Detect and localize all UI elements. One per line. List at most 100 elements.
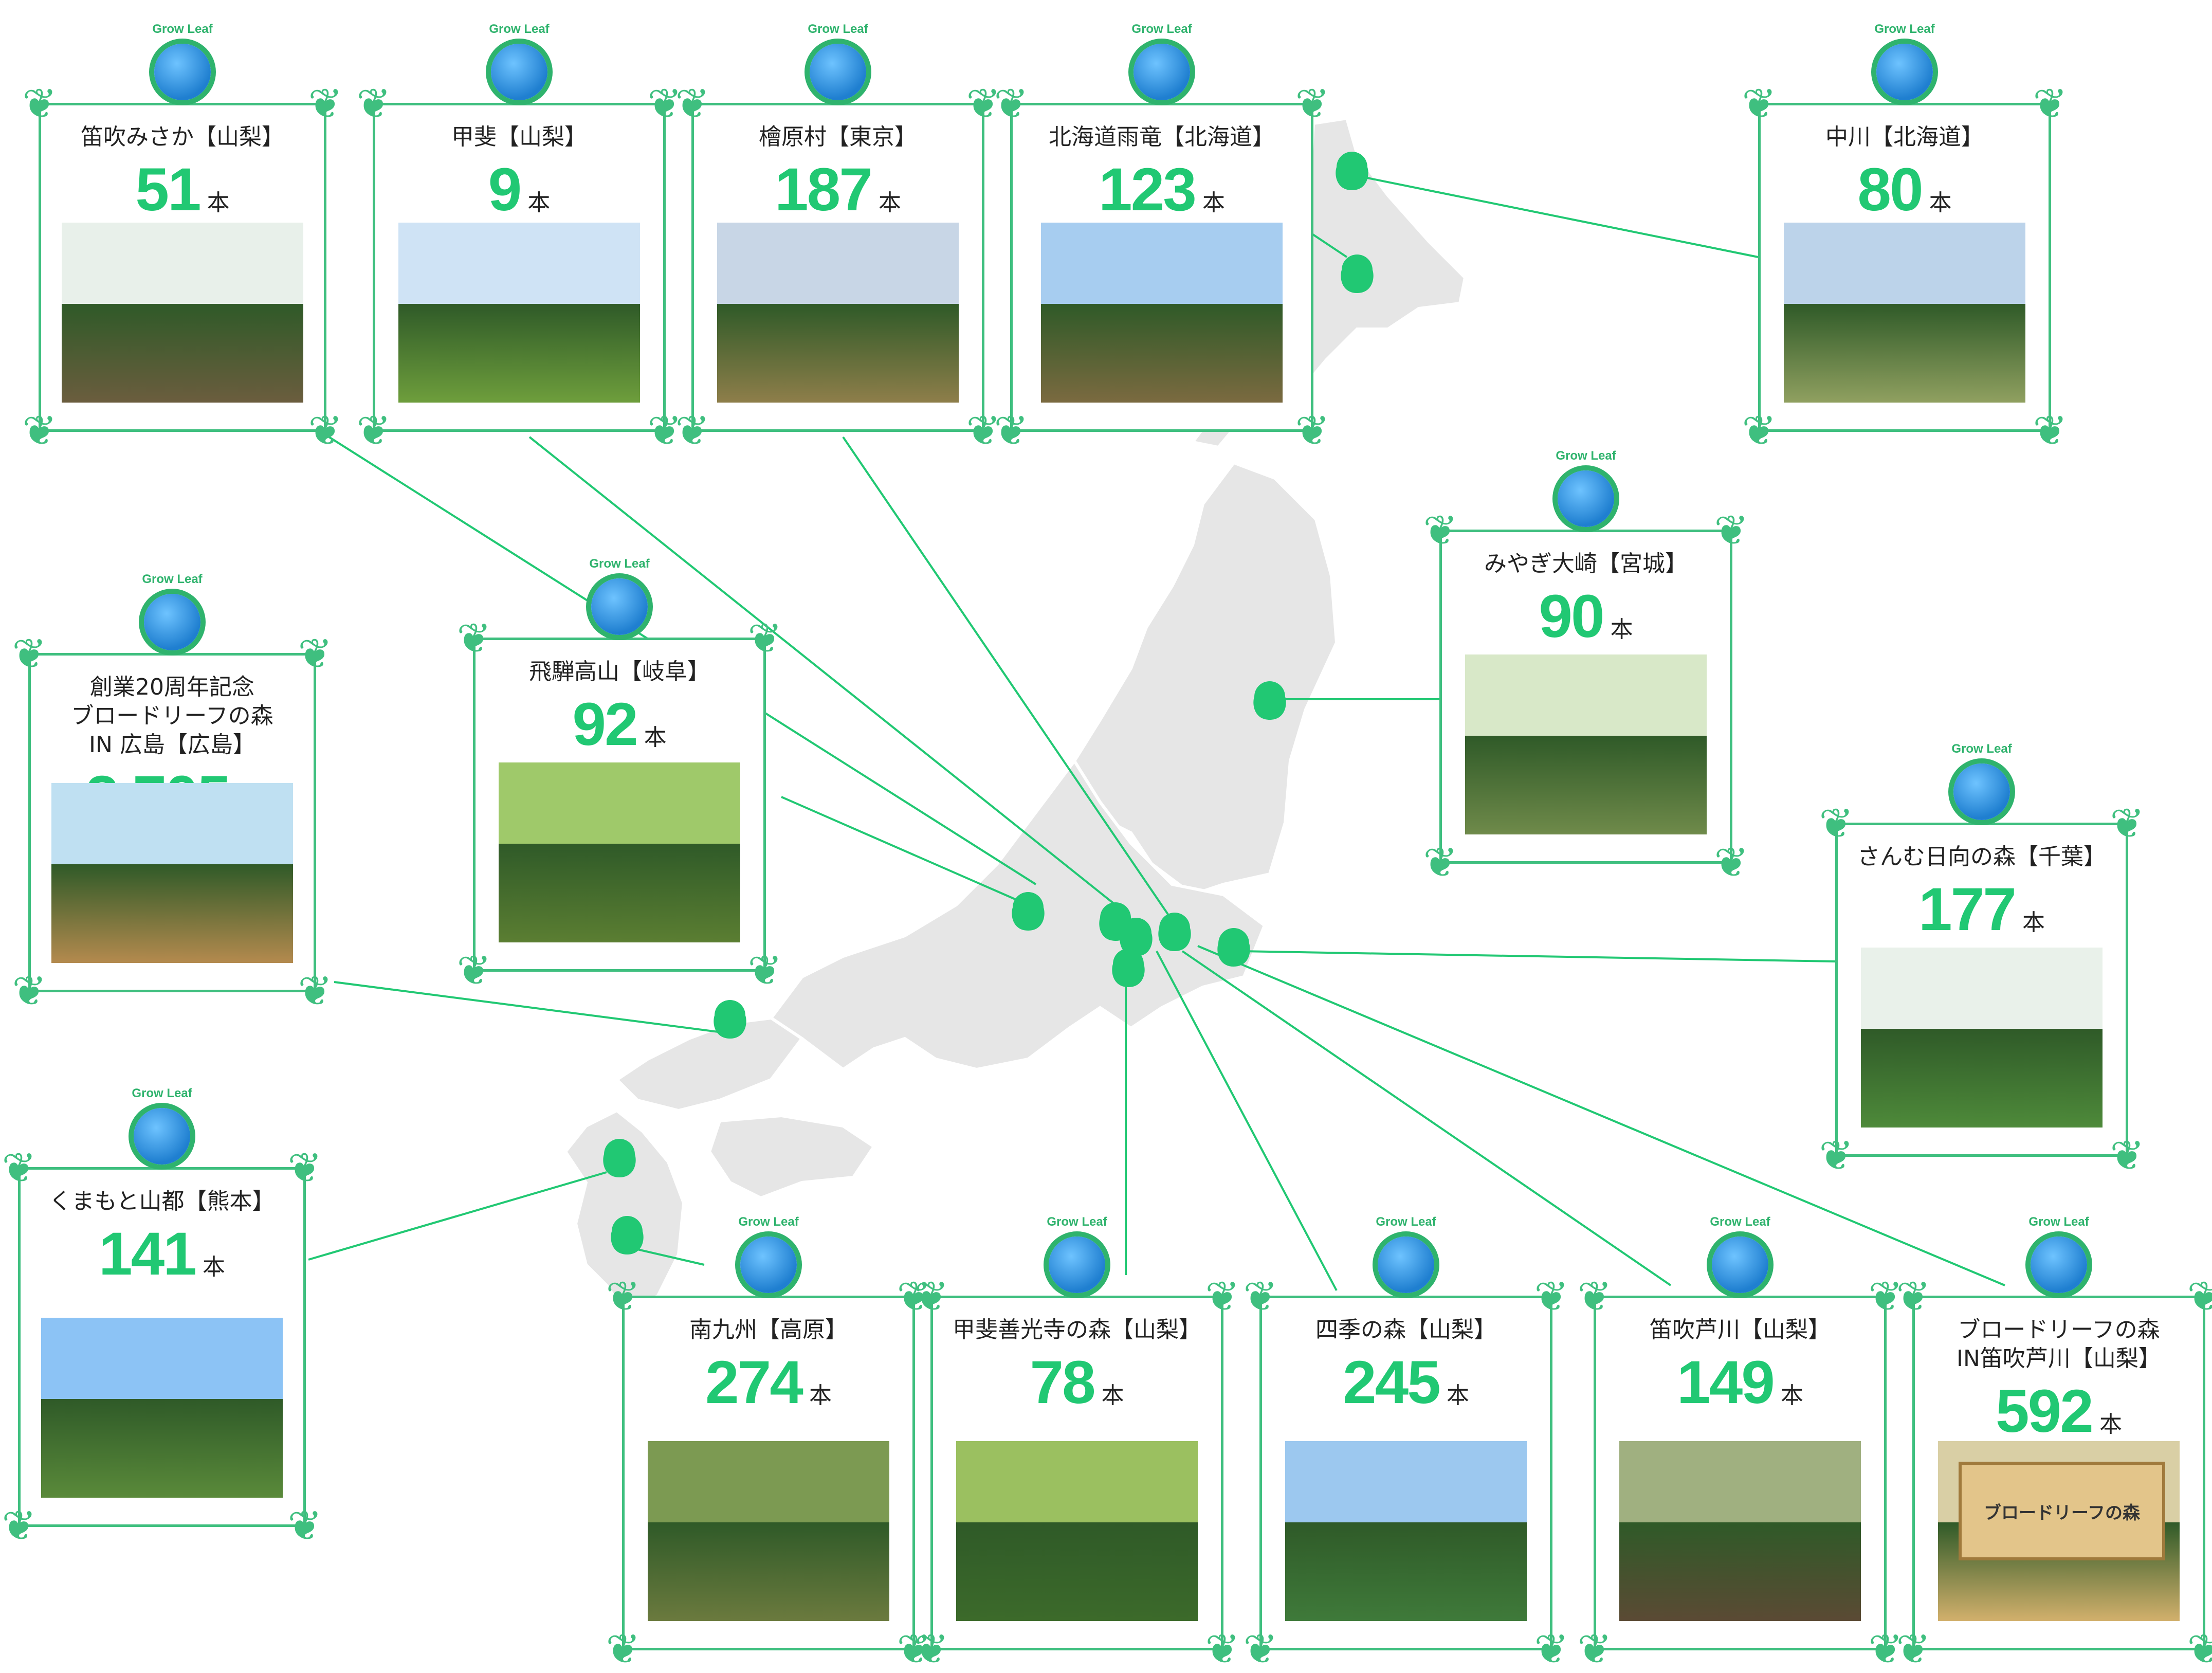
flourish-ornament-icon: ❦ [1868, 1625, 1903, 1673]
flourish-ornament-icon: ❦ [308, 407, 343, 454]
flourish-ornament-icon: ❦ [1577, 1625, 1612, 1673]
flourish-ornament-icon: ❦ [287, 1144, 322, 1192]
grow-leaf-globe-icon [144, 594, 200, 650]
map-pin-icon [1341, 254, 1374, 293]
tree-count: 177 [1918, 876, 2017, 943]
tree-count-unit: 本 [1610, 616, 1633, 643]
connector-line [1351, 174, 1759, 258]
grow-leaf-logo-text: Grow Leaf [808, 22, 868, 36]
grow-leaf-logo-text: Grow Leaf [589, 557, 650, 571]
flourish-ornament-icon: ❦ [1534, 1625, 1569, 1673]
grow-leaf-logo-text: Grow Leaf [1710, 1215, 1770, 1229]
connector-line [308, 1171, 607, 1261]
connector-line [528, 436, 1117, 906]
flourish-ornament-icon: ❦ [1205, 1272, 1240, 1320]
site-name: 創業20周年記念 ブロードリーフの森 IN 広島【広島】 [71, 674, 273, 758]
grow-leaf-logo-text: Grow Leaf [1874, 22, 1935, 36]
map-pin-icon [1217, 928, 1250, 967]
flourish-ornament-icon: ❦ [675, 80, 710, 128]
forest-site-photo [1041, 223, 1283, 403]
flourish-ornament-icon: ❦ [1819, 799, 1854, 847]
flourish-ornament-icon: ❦ [22, 80, 57, 128]
site-name: 北海道雨竜【北海道】 [1049, 124, 1275, 150]
flourish-ornament-icon: ❦ [1819, 1132, 1854, 1179]
forest-site-photo: ブロードリーフの森 [1938, 1441, 2180, 1621]
grow-leaf-globe-icon [1378, 1236, 1434, 1293]
grow-leaf-logo-text: Grow Leaf [152, 22, 213, 36]
forest-site-photo [648, 1441, 889, 1621]
flourish-ornament-icon: ❦ [1243, 1272, 1278, 1320]
flourish-ornament-icon: ❦ [914, 1625, 949, 1673]
connector-line [1197, 945, 2005, 1286]
grow-leaf-logo-text: Grow Leaf [1951, 742, 2012, 756]
grow-leaf-globe-icon [2031, 1236, 2087, 1293]
site-name: 甲斐善光寺の森【山梨】 [953, 1317, 1201, 1343]
flourish-ornament-icon: ❦ [747, 614, 782, 662]
flourish-ornament-icon: ❦ [966, 80, 1001, 128]
grow-leaf-globe-icon [491, 44, 547, 100]
forest-site-photo [41, 1318, 283, 1498]
flourish-ornament-icon: ❦ [897, 1625, 931, 1673]
flourish-ornament-icon: ❦ [456, 614, 491, 662]
connector-line [1156, 951, 1338, 1291]
honshu-west-landmass [614, 1016, 805, 1113]
grow-leaf-globe-icon [154, 44, 211, 100]
forest-site-photo [956, 1441, 1198, 1621]
tree-count: 92 [572, 690, 638, 758]
flourish-ornament-icon: ❦ [2, 1502, 36, 1550]
site-name: 笛吹芦川【山梨】 [1650, 1317, 1831, 1343]
map-pin-icon [611, 1216, 644, 1254]
site-name: みやぎ大崎【宮城】 [1484, 551, 1688, 577]
grow-leaf-logo-text: Grow Leaf [2028, 1215, 2089, 1229]
forest-site-photo [1619, 1441, 1861, 1621]
flourish-ornament-icon: ❦ [356, 407, 391, 454]
map-pin-icon [714, 1000, 746, 1039]
flourish-ornament-icon: ❦ [1868, 1272, 1903, 1320]
flourish-ornament-icon: ❦ [2110, 799, 2145, 847]
tree-count-unit: 本 [1101, 1383, 1124, 1409]
flourish-ornament-icon: ❦ [647, 80, 682, 128]
connector-line [781, 796, 1029, 906]
flourish-ornament-icon: ❦ [1423, 839, 1458, 886]
tree-count-unit: 本 [644, 724, 667, 751]
site-name: 四季の森【山梨】 [1315, 1317, 1496, 1343]
forest-site-photo [1784, 223, 2025, 403]
flourish-ornament-icon: ❦ [287, 1502, 322, 1550]
map-pin-icon [1336, 152, 1368, 190]
grow-leaf-logo-text: Grow Leaf [738, 1215, 799, 1229]
tree-count-unit: 本 [1780, 1383, 1803, 1409]
tree-count-unit: 本 [2099, 1411, 2122, 1438]
flourish-ornament-icon: ❦ [2187, 1625, 2212, 1673]
grow-leaf-globe-icon [1712, 1236, 1768, 1293]
flourish-ornament-icon: ❦ [647, 407, 682, 454]
connector-line [1181, 950, 1672, 1286]
grow-leaf-globe-icon [1134, 44, 1190, 100]
flourish-ornament-icon: ❦ [2110, 1132, 2145, 1179]
honshu-north-landmass [1072, 461, 1339, 897]
flourish-ornament-icon: ❦ [1714, 506, 1749, 554]
grow-leaf-globe-icon [134, 1108, 190, 1165]
tree-count: 187 [775, 156, 873, 224]
flourish-ornament-icon: ❦ [606, 1272, 641, 1320]
grow-leaf-globe-icon [810, 44, 866, 100]
site-name: 中川【北海道】 [1825, 124, 1984, 150]
flourish-ornament-icon: ❦ [308, 80, 343, 128]
forest-sign: ブロードリーフの森 [1959, 1462, 2165, 1560]
forest-site-photo [499, 762, 740, 942]
flourish-ornament-icon: ❦ [1742, 407, 1777, 454]
flourish-ornament-icon: ❦ [12, 967, 47, 1015]
